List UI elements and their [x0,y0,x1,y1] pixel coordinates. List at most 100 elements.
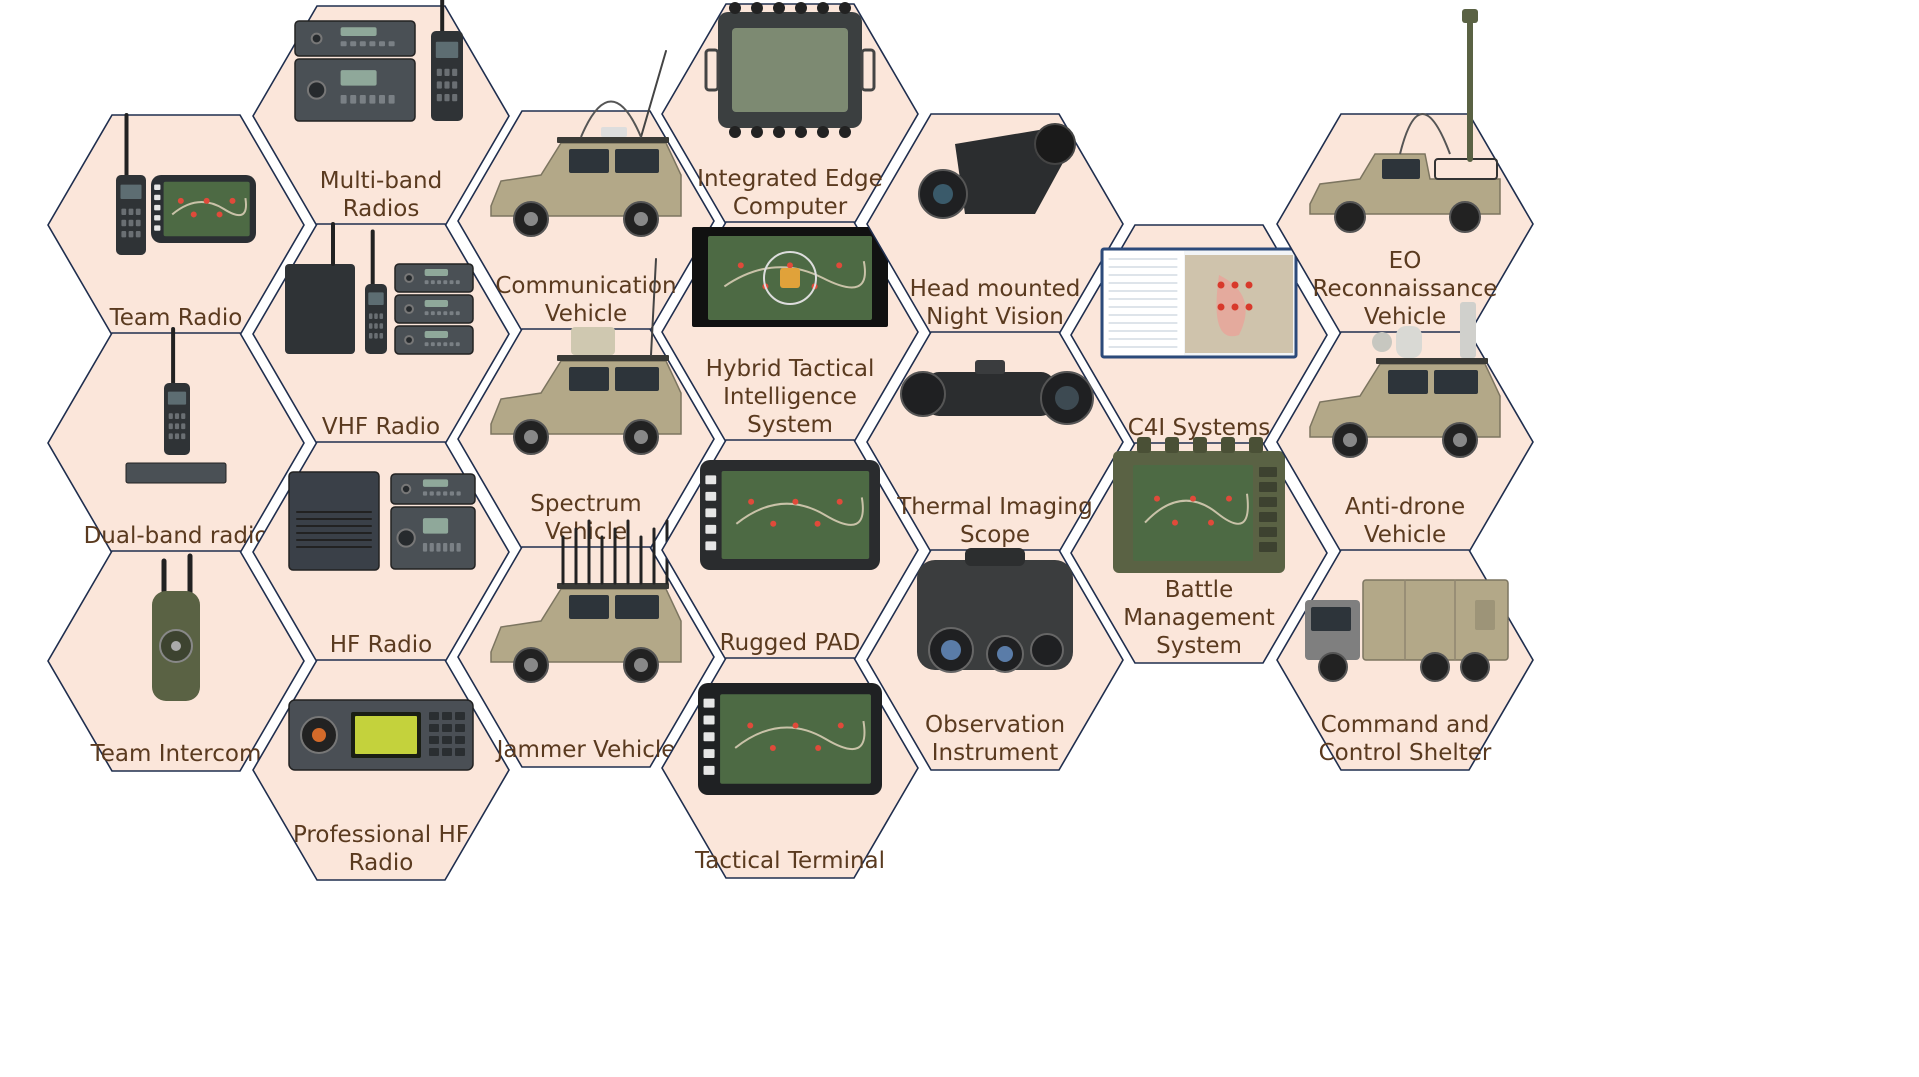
hex-label-line: Battle [1165,577,1233,603]
suv-with-sensors-icon [1309,302,1501,458]
hex-label-line: Observation [925,712,1065,738]
hex-tile-team-radio: Team Radio [47,113,305,336]
hex-label-jammer-vehicle: Jammer Vehicle [495,737,676,763]
vhf-radio-set-icon [285,222,474,355]
hex-label-line: Rugged PAD [720,630,861,656]
hex-label-line: Spectrum [530,491,641,517]
hex-label-line: C4I Systems [1128,415,1271,441]
hex-label-line: Management [1123,605,1275,631]
tactical-map-display-icon [692,227,888,327]
hex-label-line: Dual-band radio [84,523,269,549]
hex-tile-rugged-pad: Rugged PAD [661,439,919,661]
hex-tile-hf-radio: HF Radio [252,441,510,663]
hex-label-c4i-systems: C4I Systems [1128,415,1271,441]
hex-tile-jammer-vehicle: Jammer Vehicle [457,519,715,768]
hex-label-line: Team Radio [109,305,243,331]
hex-label-line: Intelligence [723,384,857,410]
hex-label-rugged-pad: Rugged PAD [720,630,861,656]
hex-label-line: Team Intercom [90,741,262,767]
hex-label-line: Tactical Terminal [694,848,885,874]
suv-with-antenna-icon [490,50,682,237]
hex-label-line: Professional HF [293,822,469,848]
hex-label-line: System [1156,633,1242,659]
hex-label-tactical-terminal: Tactical Terminal [694,848,885,874]
edge-computer-unit-icon [704,2,876,138]
hex-label-line: Communication [495,273,676,299]
hex-label-line: Control Shelter [1319,740,1492,766]
hex-label-team-intercom: Team Intercom [90,741,262,767]
hex-label-line: Vehicle [545,301,627,327]
hex-label-line: Anti-drone [1345,494,1465,520]
truck-with-shelter-icon [1305,579,1509,682]
hex-label-vhf-radio: VHF Radio [322,414,440,440]
hex-label-line: Night Vision [926,304,1064,330]
radio-rack-and-handheld-icon [294,0,463,122]
hex-label-line: Hybrid Tactical [706,356,875,382]
night-vision-monocular-icon [918,123,1076,219]
hex-label-line: Computer [733,194,848,220]
rugged-intercom-handset-icon [152,553,200,701]
hex-label-line: Radio [349,850,414,876]
hex-label-line: Vehicle [1364,522,1446,548]
hex-label-line: Integrated Edge [697,166,883,192]
hf-radio-set-icon [288,471,476,571]
hex-label-line: EO [1389,248,1422,274]
hex-tile-vhf-radio: VHF Radio [252,222,510,445]
rugged-tablet-icon [700,460,880,570]
hex-tile-c4i-systems: C4I Systems [1070,224,1328,446]
suv-with-radar-icon [490,258,682,455]
hex-label-team-radio: Team Radio [109,305,243,331]
hex-label-line: Radios [343,196,420,222]
hex-label-dual-band-radio: Dual-band radio [84,523,269,549]
hex-label-line: HF Radio [330,632,432,658]
hex-label-line: Thermal Imaging [896,494,1092,520]
hex-label-line: Vehicle [1364,304,1446,330]
tactical-terminal-tablet-icon [698,683,882,795]
battle-management-console-icon [1113,437,1285,573]
hf-transceiver-panel-icon [288,699,474,771]
binocular-observation-device-icon [917,548,1073,673]
thermal-scope-icon [900,360,1094,425]
c4i-map-screen-icon [1100,247,1298,359]
handheld-radio-and-tablet-icon [116,113,256,255]
hex-label-line: System [747,412,833,438]
handheld-radio-and-rack-unit-icon [125,327,227,484]
hex-tile-tactical-terminal: Tactical Terminal [661,657,919,879]
hex-label-line: Multi-band [320,168,442,194]
pickup-with-mast-icon [1309,9,1501,233]
hex-label-hf-radio: HF Radio [330,632,432,658]
hex-label-line: Jammer Vehicle [495,737,676,763]
hex-tile-dual-band-radio: Dual-band radio [47,327,305,554]
hex-label-line: Vehicle [545,519,627,545]
hex-tile-team-intercom: Team Intercom [47,550,305,772]
hex-label-line: Head mounted [910,276,1081,302]
